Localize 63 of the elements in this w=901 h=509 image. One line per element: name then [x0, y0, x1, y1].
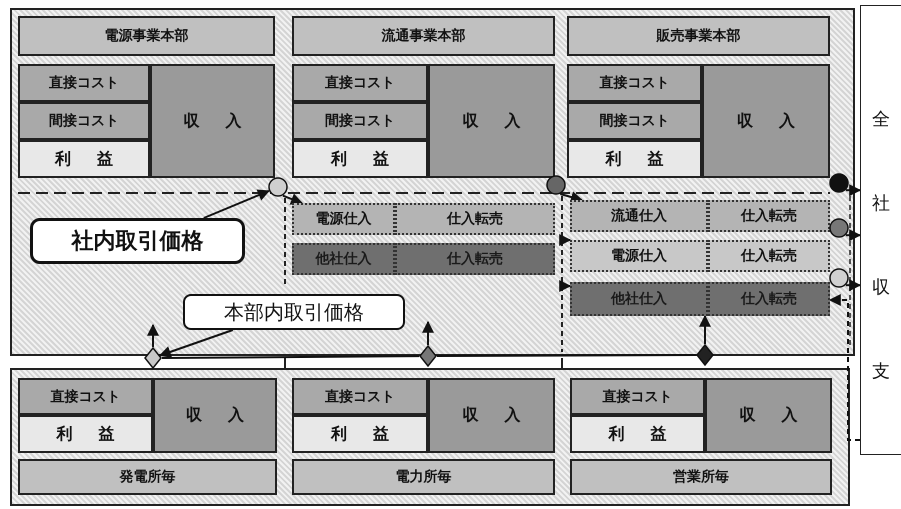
cost-cell: 直接コスト [570, 378, 705, 415]
transfer-row: 電源仕入 [292, 203, 395, 235]
cell: 利益 [570, 415, 705, 453]
division-header: 販売事業本部 [567, 16, 830, 56]
cost-cell: 間接コスト [567, 102, 702, 140]
diamond-marker [419, 345, 437, 367]
cost-cell: 直接コスト [18, 378, 153, 415]
transfer-row: 仕入転売 [395, 203, 555, 235]
cost-cell: 直接コスト [292, 378, 428, 415]
transfer-row: 仕入転売 [708, 240, 830, 272]
transfer-row: 他社仕入 [570, 282, 708, 316]
division-header: 営業所毎 [570, 459, 832, 495]
circle-marker [546, 175, 566, 195]
transfer-row: 仕入転売 [708, 200, 830, 232]
cost-cell: 直接コスト [567, 64, 702, 102]
cell: 利益 [292, 415, 428, 453]
connector-line [437, 354, 696, 357]
diamond-marker [696, 344, 714, 366]
callout-label: 本部内取引価格 [183, 294, 405, 330]
arrow [422, 320, 434, 345]
total-box: 全社収支 [860, 5, 901, 455]
transfer-row: 仕入転売 [395, 243, 555, 275]
cell: 利益 [292, 140, 428, 178]
circle-marker [268, 177, 288, 197]
division-header: 発電所毎 [18, 459, 277, 495]
arrow [559, 234, 572, 246]
arrow [203, 190, 270, 219]
arrow [559, 280, 572, 292]
arrow [699, 314, 711, 344]
division-header: 電力所毎 [292, 459, 555, 495]
division-header: 流通事業本部 [292, 16, 555, 56]
arrow [828, 294, 860, 441]
cost-cell: 直接コスト [18, 64, 150, 102]
cost-cell: 間接コスト [292, 102, 428, 140]
arrow [158, 329, 234, 358]
cell: 収入 [428, 64, 555, 178]
cell: 収入 [153, 378, 277, 453]
circle-marker [829, 218, 849, 238]
circle-marker [829, 268, 849, 288]
cell: 収入 [428, 378, 555, 453]
arrow [282, 194, 303, 205]
cell: 利益 [567, 140, 702, 178]
cost-cell: 間接コスト [18, 102, 150, 140]
transfer-row: 電源仕入 [570, 240, 708, 272]
arrow [846, 229, 862, 242]
arrow [560, 191, 583, 203]
cell: 収入 [702, 64, 830, 178]
division-header: 電源事業本部 [18, 16, 275, 56]
cell: 利益 [18, 415, 153, 453]
cell: 収入 [705, 378, 832, 453]
arrow [147, 324, 159, 347]
connector-line [162, 355, 420, 359]
cost-cell: 直接コスト [292, 64, 428, 102]
cell: 収入 [150, 64, 275, 178]
transfer-row: 他社仕入 [292, 243, 395, 275]
diamond-marker [144, 347, 162, 369]
transfer-row: 仕入転売 [708, 282, 830, 316]
arrow [846, 279, 862, 292]
callout-label: 社内取引価格 [30, 218, 245, 264]
cell: 利益 [18, 140, 150, 178]
circle-marker [829, 173, 849, 193]
transfer-row: 流通仕入 [570, 200, 708, 232]
arrow [846, 184, 862, 196]
